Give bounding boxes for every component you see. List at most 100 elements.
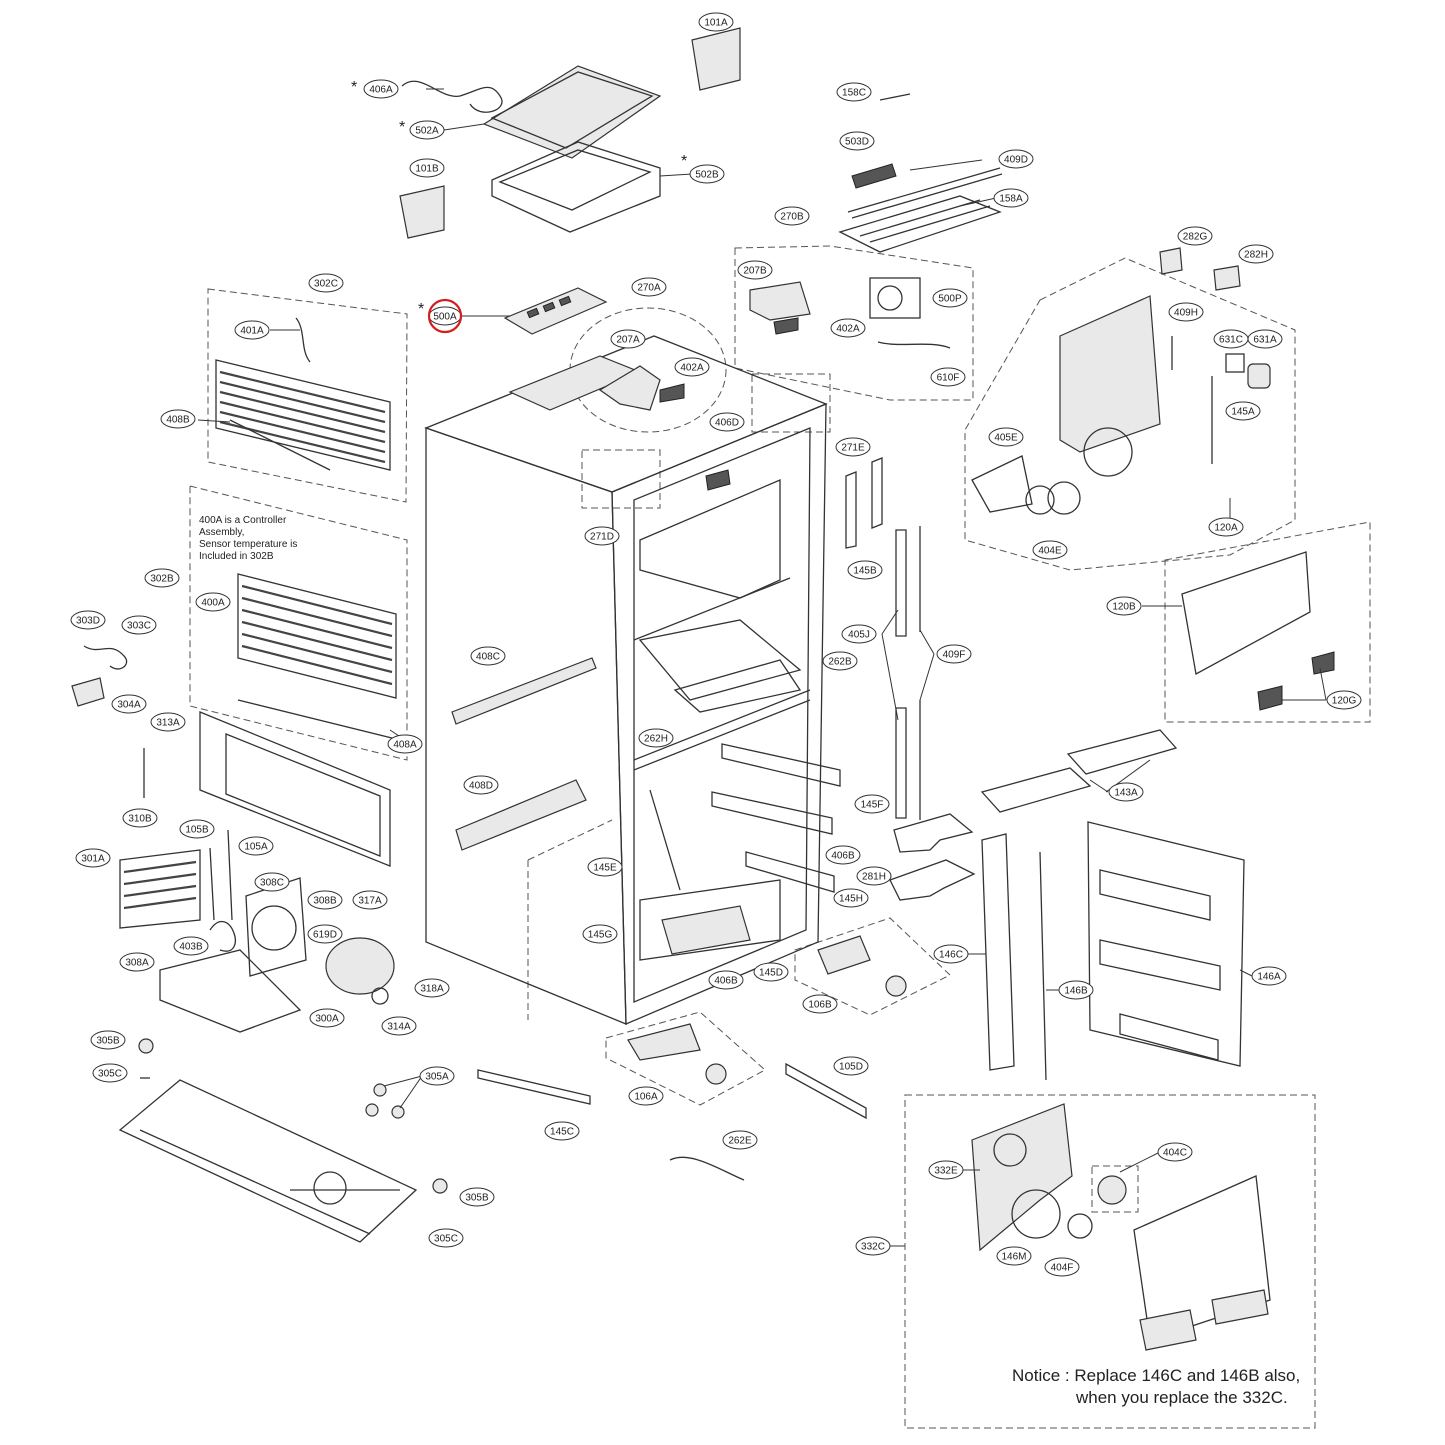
- callout-500A: 500A: [428, 306, 462, 326]
- svg-text:308B: 308B: [313, 896, 337, 907]
- leader-lines: [197, 88, 1327, 1247]
- svg-text:120B: 120B: [1112, 602, 1136, 613]
- callouts: 101A 406A 502A 502B 101B 158C 503D 409D …: [70, 12, 1362, 1277]
- callout-308B: 308B: [307, 890, 343, 910]
- svg-text:502A: 502A: [415, 126, 439, 137]
- svg-text:301A: 301A: [81, 854, 105, 865]
- callout-281H: 281H: [856, 866, 892, 886]
- callout-101B: 101B: [409, 158, 445, 178]
- svg-text:314A: 314A: [387, 1022, 411, 1033]
- svg-text:402A: 402A: [836, 324, 860, 335]
- callout-631C: 631C: [1213, 329, 1249, 349]
- callout-301A: 301A: [75, 848, 111, 868]
- callout-401A: 401A: [234, 320, 270, 340]
- callout-270A: 270A: [631, 277, 667, 297]
- machine-compartment-parts: [71, 645, 395, 1033]
- callout-619D: 619D: [307, 924, 343, 944]
- svg-text:404F: 404F: [1051, 1263, 1074, 1274]
- svg-text:145F: 145F: [861, 800, 884, 811]
- svg-text:631A: 631A: [1253, 335, 1277, 346]
- callout-271D: 271D: [584, 526, 620, 546]
- svg-text:313A: 313A: [156, 718, 180, 729]
- callout-304A: 304A: [111, 694, 147, 714]
- svg-text:406B: 406B: [714, 976, 738, 987]
- svg-text:262E: 262E: [728, 1136, 752, 1147]
- callout-120A: 120A: [1208, 517, 1244, 537]
- star-502B: *: [681, 153, 687, 170]
- controller-note-line3: Sensor temperature is: [199, 539, 298, 550]
- svg-text:408B: 408B: [166, 415, 190, 426]
- svg-text:404E: 404E: [1038, 546, 1062, 557]
- callout-400A: 400A: [195, 592, 231, 612]
- svg-text:105D: 105D: [839, 1062, 863, 1073]
- callout-158C: 158C: [836, 82, 872, 102]
- svg-text:305C: 305C: [98, 1069, 122, 1080]
- callout-143A: 143A: [1108, 782, 1144, 802]
- svg-text:302C: 302C: [314, 279, 338, 290]
- svg-text:271D: 271D: [590, 532, 614, 543]
- svg-text:308A: 308A: [125, 958, 149, 969]
- svg-text:262B: 262B: [828, 657, 852, 668]
- svg-text:158A: 158A: [999, 194, 1023, 205]
- callout-332E: 332E: [928, 1160, 964, 1180]
- svg-text:503D: 503D: [845, 137, 869, 148]
- callout-406B-upper: 406B: [825, 845, 861, 865]
- svg-text:281H: 281H: [862, 872, 886, 883]
- callout-145D: 145D: [753, 962, 789, 982]
- callout-318A: 318A: [414, 978, 450, 998]
- shelf-and-rail-parts: [451, 457, 921, 1181]
- svg-text:308C: 308C: [260, 878, 284, 889]
- callout-120G: 120G: [1326, 690, 1362, 710]
- star-500A: *: [418, 301, 424, 318]
- callout-402A-lower: 402A: [674, 357, 710, 377]
- svg-text:406B: 406B: [831, 851, 855, 862]
- controller-note-line4: Included in 302B: [199, 551, 274, 562]
- base-plate: [118, 1038, 448, 1243]
- callout-106A: 106A: [628, 1086, 664, 1106]
- svg-text:106A: 106A: [634, 1092, 658, 1103]
- svg-text:318A: 318A: [420, 984, 444, 995]
- svg-text:146A: 146A: [1257, 972, 1281, 983]
- fan-assembly-332c: [971, 1103, 1271, 1351]
- callout-305C-right: 305C: [428, 1228, 464, 1248]
- svg-text:409D: 409D: [1004, 155, 1028, 166]
- callout-332C: 332C: [855, 1236, 891, 1256]
- svg-text:400A: 400A: [201, 598, 225, 609]
- svg-text:305A: 305A: [425, 1072, 449, 1083]
- evaporator-302c: [215, 317, 391, 471]
- callout-305C-left: 305C: [92, 1063, 128, 1083]
- callout-303D: 303D: [70, 610, 106, 630]
- callout-146M: 146M: [996, 1246, 1032, 1266]
- callout-409H: 409H: [1168, 302, 1204, 322]
- svg-text:207B: 207B: [743, 266, 767, 277]
- callout-631A: 631A: [1247, 329, 1283, 349]
- svg-text:282H: 282H: [1244, 250, 1268, 261]
- svg-text:105B: 105B: [185, 825, 209, 836]
- callout-207B: 207B: [737, 260, 773, 280]
- svg-text:207A: 207A: [616, 335, 640, 346]
- svg-text:271E: 271E: [841, 443, 865, 454]
- svg-text:409F: 409F: [943, 650, 966, 661]
- callout-313A: 313A: [150, 712, 186, 732]
- callout-500P: 500P: [932, 288, 968, 308]
- callout-405J: 405J: [841, 624, 877, 644]
- callout-270B: 270B: [774, 206, 810, 226]
- callout-305B-left: 305B: [90, 1030, 126, 1050]
- svg-text:631C: 631C: [1219, 335, 1243, 346]
- callout-105B: 105B: [179, 819, 215, 839]
- callout-314A: 314A: [381, 1016, 417, 1036]
- svg-text:158C: 158C: [842, 88, 866, 99]
- svg-text:304A: 304A: [117, 700, 141, 711]
- asterisk-marks: * * * *: [351, 79, 687, 318]
- callout-408D: 408D: [463, 775, 499, 795]
- svg-text:146C: 146C: [939, 950, 963, 961]
- svg-text:143A: 143A: [1114, 788, 1138, 799]
- svg-text:300A: 300A: [315, 1014, 339, 1025]
- callout-300A: 300A: [309, 1008, 345, 1028]
- callout-302C: 302C: [308, 273, 344, 293]
- svg-text:401A: 401A: [240, 326, 264, 337]
- svg-text:402A: 402A: [680, 363, 704, 374]
- callout-408B: 408B: [160, 409, 196, 429]
- svg-text:409H: 409H: [1174, 308, 1198, 319]
